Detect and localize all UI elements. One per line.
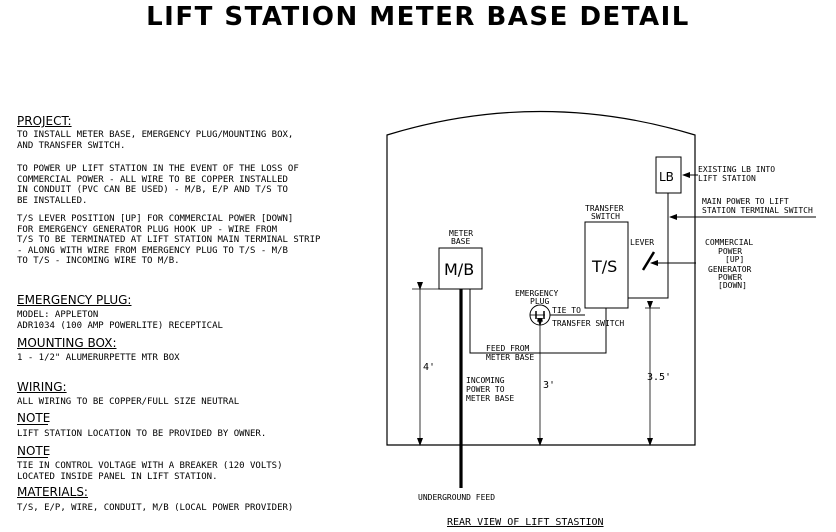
note-2-text: TIE IN CONTROL VOLTAGE WITH A BREAKER (1… [17, 461, 283, 482]
materials-heading: MATERIALS: [17, 485, 88, 499]
meter-base-box [438, 247, 483, 290]
lb-box-text: LB [659, 170, 674, 184]
meter-base-label-2: BASE [451, 237, 470, 246]
dim-3-text: 3' [543, 380, 555, 391]
lever-label: LEVER [630, 238, 654, 247]
emergency-label-2: PLUG [530, 297, 549, 306]
existing-lb-label-1: EXISTING LB INTO [698, 165, 775, 174]
project-paragraph-3: T/S LEVER POSITION [UP] FOR COMMERCIAL P… [17, 214, 321, 266]
transfer-label-1: TRANSFER [585, 204, 624, 213]
dim-35-text: 3.5' [647, 372, 671, 383]
materials-text: T/S, E/P, WIRE, CONDUIT, M/B (LOCAL POWE… [17, 503, 294, 513]
emergency-label-1: EMERGENCY [515, 289, 559, 298]
tie-label-1: TIE TO [552, 306, 581, 315]
page-title: LIFT STATION METER BASE DETAIL [146, 2, 690, 32]
commercial-label-2: POWER [718, 247, 742, 256]
project-heading: PROJECT: [17, 114, 72, 128]
main-power-label-2: STATION TERMINAL SWITCH [702, 206, 813, 215]
lb-box [655, 156, 682, 194]
rear-view-label: REAR VIEW OF LIFT STASTION [447, 517, 604, 528]
lb-to-ts-line [628, 193, 669, 299]
incoming-label-1: INCOMING [466, 376, 505, 385]
generator-label-2: POWER [718, 273, 742, 282]
meter-base-label-1: METER [449, 229, 473, 238]
project-paragraph-2: TO POWER UP LIFT STATION IN THE EVENT OF… [17, 164, 299, 206]
lever-handle [641, 251, 656, 271]
feed-label-1: FEED FROM [486, 344, 530, 353]
lift-station-outline [386, 110, 696, 446]
existing-lb-label-2: LIFT STATION [698, 174, 756, 183]
note-2-heading: NOTE [17, 444, 51, 458]
dim-4-text: 4' [423, 362, 435, 373]
note-2-underline [17, 457, 48, 458]
commercial-label-1: COMMERCIAL [705, 238, 753, 247]
tie-label-2: TRANSFER SWITCH [552, 319, 624, 328]
meter-base-box-text: M/B [444, 260, 474, 279]
transfer-box-text: T/S [591, 257, 617, 276]
mounting-box-heading: MOUNTING BOX: [17, 336, 117, 350]
project-paragraph-1: TO INSTALL METER BASE, EMERGENCY PLUG/MO… [17, 130, 294, 151]
transfer-label-2: SWITCH [591, 212, 620, 221]
incoming-label-3: METER BASE [466, 394, 514, 403]
feed-label-2: METER BASE [486, 353, 534, 362]
main-power-label-1: MAIN POWER TO LIFT [702, 197, 789, 206]
wiring-text: ALL WIRING TO BE COPPER/FULL SIZE NEUTRA… [17, 397, 240, 407]
transfer-switch-box [584, 221, 629, 309]
underground-label: UNDERGROUND FEED [418, 493, 495, 502]
note-1-text: LIFT STATION LOCATION TO BE PROVIDED BY … [17, 429, 267, 439]
generator-label-1: GENERATOR [708, 265, 752, 274]
emergency-plug-heading: EMERGENCY PLUG: [17, 293, 132, 307]
wiring-heading: WIRING: [17, 380, 67, 394]
note-1-heading: NOTE [17, 411, 51, 425]
mounting-box-text: 1 - 1/2" ALUMERURPETTE MTR BOX [17, 353, 180, 363]
emergency-plug-text: MODEL: APPLETON ADR1034 (100 AMP POWERLI… [17, 310, 223, 331]
incoming-label-2: POWER TO [466, 385, 505, 394]
note-1-underline [17, 424, 48, 425]
commercial-label-3: [UP] [725, 255, 744, 264]
generator-label-3: [DOWN] [718, 281, 747, 290]
